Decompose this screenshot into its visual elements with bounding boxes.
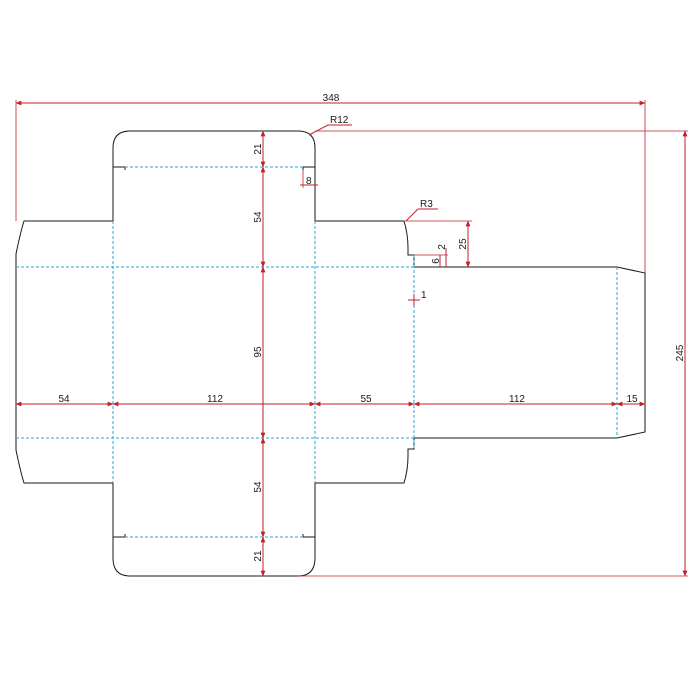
side-panel-bottom-flap: [315, 438, 415, 484]
side-panel-top-flap: [315, 220, 415, 267]
dimension-lines: [15, 100, 688, 577]
bottom-tuck-flap-outline: [112, 483, 316, 577]
label-bottom-tuck: 21: [253, 550, 264, 562]
label-top-dust: 54: [253, 211, 264, 223]
label-overall-width: 348: [323, 93, 340, 104]
label-side-flap-offset-a: 2: [437, 244, 448, 250]
label-side-flap-height: 25: [458, 238, 469, 250]
label-end-tab: 15: [626, 394, 638, 405]
dimension-labels: 348 R12 R3 8 21 54 95 54 21 54 112 55 11…: [58, 93, 686, 562]
leader-r12: [308, 124, 329, 136]
fold-lines: [16, 166, 618, 538]
label-overall-height: 245: [675, 344, 686, 361]
top-tuck-flap-outline: [112, 130, 316, 221]
label-back-panel: 112: [509, 394, 525, 405]
label-corner-radius-small: R3: [420, 199, 433, 210]
label-bottom-dust: 54: [253, 481, 264, 493]
label-notch-width: 8: [306, 176, 312, 187]
label-glue-flap: 54: [58, 394, 70, 405]
cut-lines: [15, 130, 646, 577]
bottom-tuck-notch-left: [113, 534, 126, 538]
label-side-flap-gap: 1: [421, 290, 427, 301]
label-body-height: 95: [253, 346, 264, 358]
label-top-tuck: 21: [253, 143, 264, 155]
bottom-tuck-notch-right: [302, 534, 315, 538]
back-panel-outline: [414, 266, 646, 439]
top-tuck-notch-right: [302, 166, 315, 170]
label-side-flap-offset-b: 6: [431, 258, 442, 264]
leader-r3: [405, 208, 419, 222]
glue-flap-outline: [15, 220, 113, 484]
top-tuck-notch-left: [113, 166, 126, 170]
label-corner-radius-large: R12: [330, 115, 349, 126]
label-front-panel: 112: [207, 394, 223, 405]
label-side-panel: 55: [360, 394, 372, 405]
